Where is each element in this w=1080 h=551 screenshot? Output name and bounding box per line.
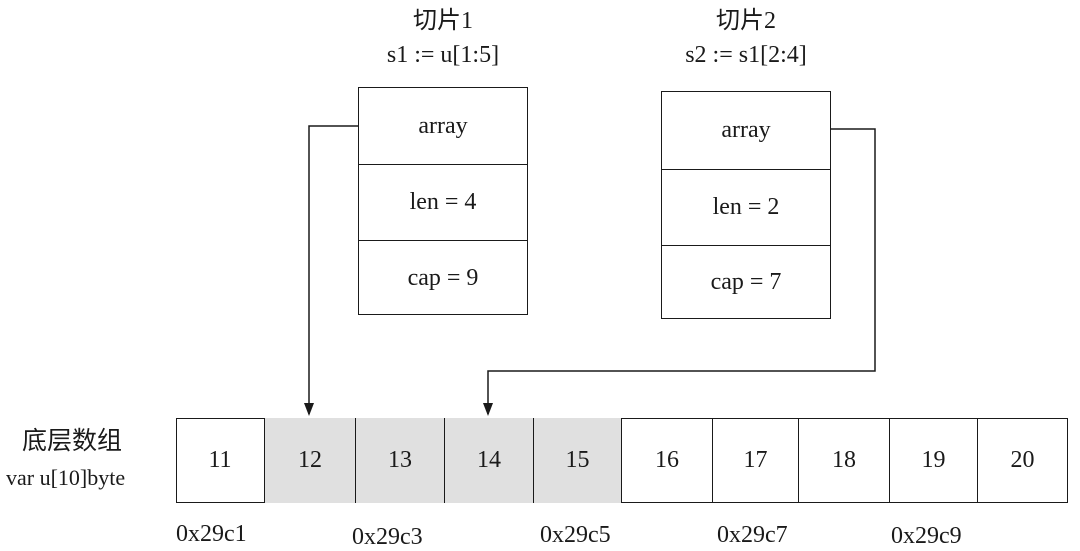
address-label: 0x29c5	[540, 522, 611, 548]
array-cell-2: 13	[355, 418, 444, 503]
array-cell-3: 14	[444, 418, 533, 503]
slice2-cap-field: cap = 7	[662, 245, 830, 319]
slice1-struct: array len = 4 cap = 9	[358, 87, 528, 315]
address-label: 0x29c3	[352, 524, 423, 550]
slice2-array-pointer-arrow	[487, 128, 876, 414]
underlying-array	[176, 418, 1068, 503]
array-cell-4: 15	[533, 418, 621, 503]
slice1-expression: s1 := u[1:5]	[386, 42, 500, 68]
array-cell-6: 17	[712, 418, 798, 503]
underlying-array-label: 底层数组	[22, 428, 123, 455]
slice1-title: 切片1	[413, 8, 473, 34]
address-label: 0x29c7	[717, 522, 788, 548]
slice2-array-field: array	[721, 117, 771, 143]
slice2-struct: array len = 2 cap = 7	[661, 91, 831, 319]
array-cell-8: 19	[889, 418, 977, 503]
underlying-array-declaration: var u[10]byte	[6, 465, 126, 490]
address-label: 0x29c1	[176, 521, 247, 547]
slice1-array-field: array	[418, 112, 468, 139]
slice2-title: 切片2	[716, 8, 776, 34]
slice2-arrowhead	[483, 403, 493, 416]
slice1-array-pointer-arrow	[308, 125, 358, 414]
array-cell-7: 18	[798, 418, 889, 503]
array-cell-9: 20	[977, 418, 1067, 503]
slice1-len-field: len = 4	[359, 164, 527, 240]
array-cell-0: 11	[208, 447, 232, 473]
slice1-arrowhead	[304, 403, 314, 416]
address-label: 0x29c9	[891, 523, 962, 549]
slice2-expression: s2 := s1[2:4]	[685, 42, 807, 68]
slice2-len-field: len = 2	[662, 169, 830, 245]
slice1-cap-field: cap = 9	[359, 240, 527, 315]
array-cell-1: 12	[264, 418, 355, 503]
array-cell-5: 16	[621, 418, 712, 503]
